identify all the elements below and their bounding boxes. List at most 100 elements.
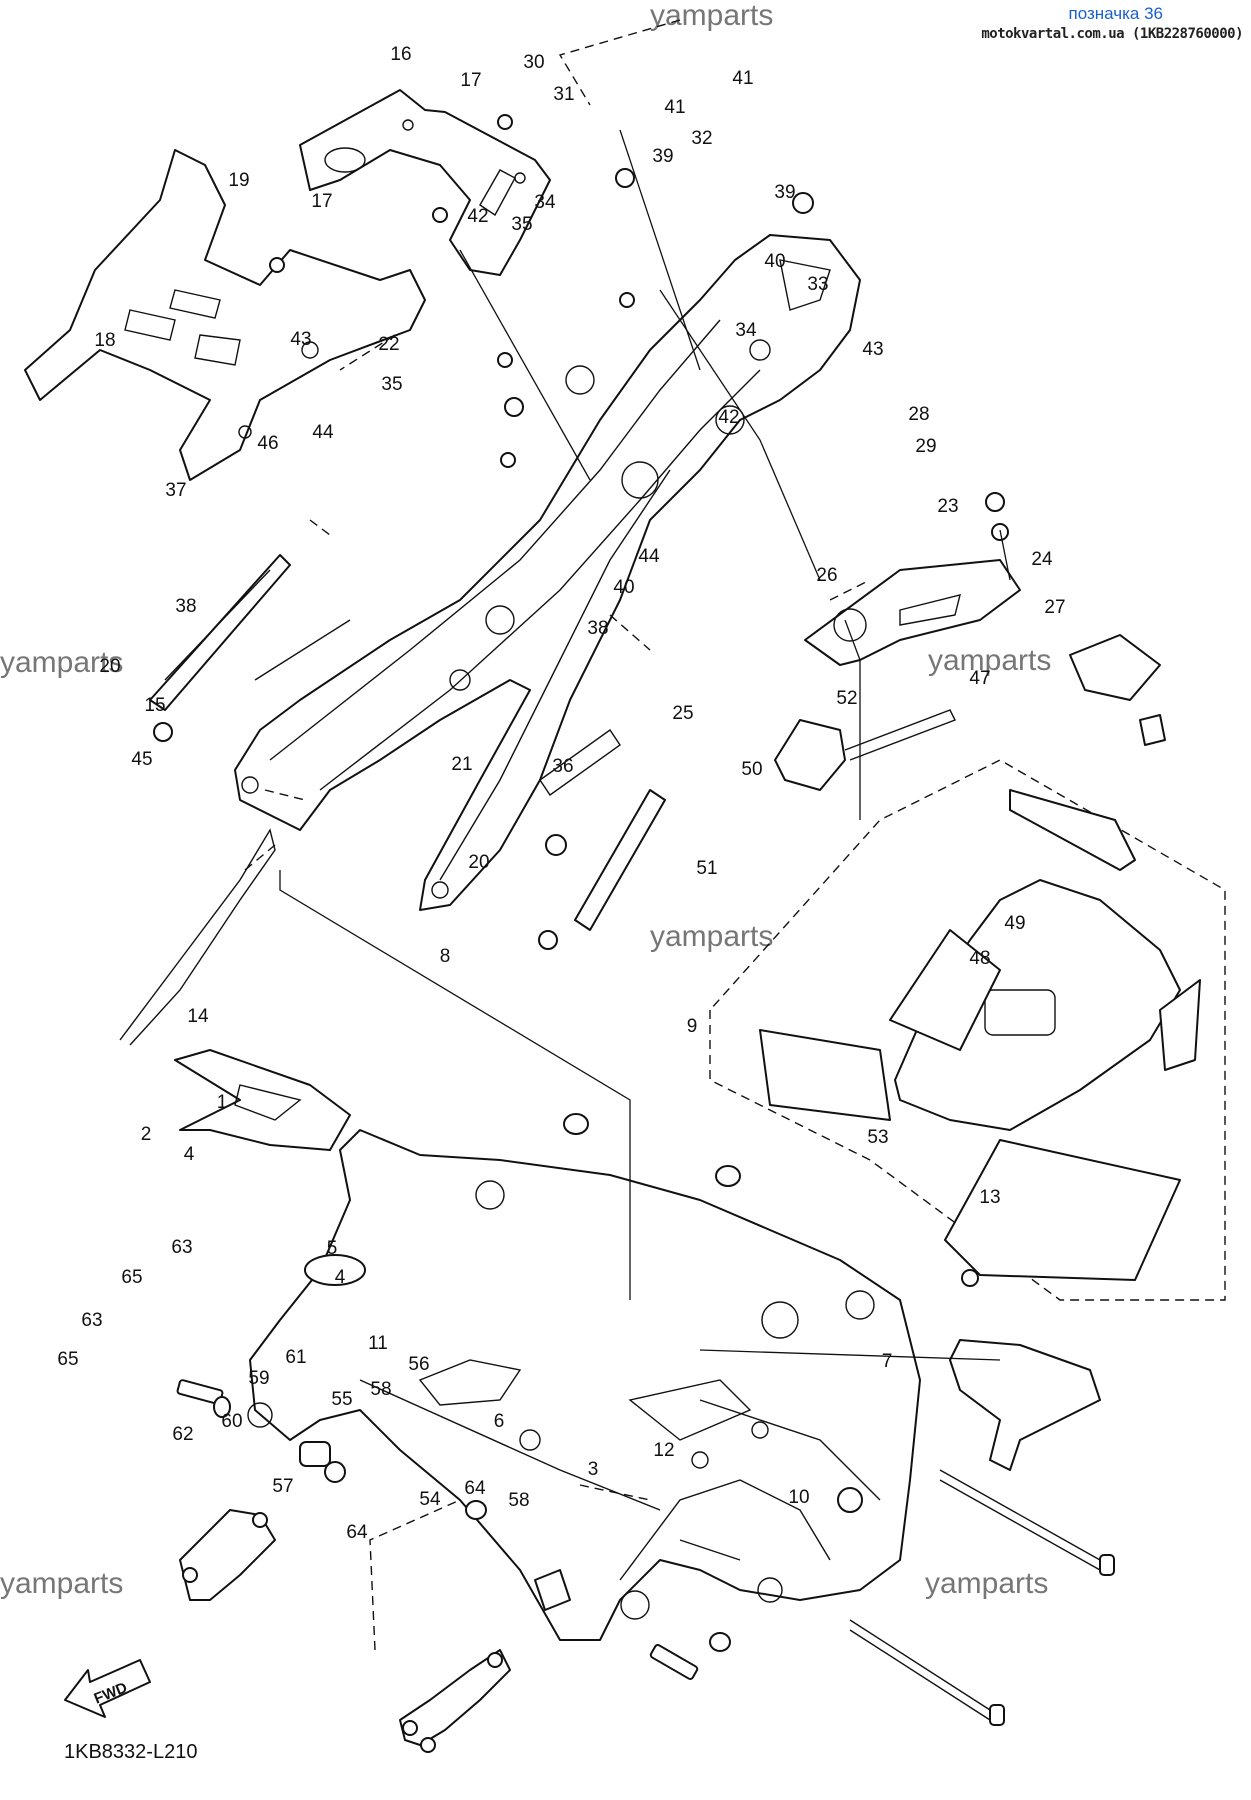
callout-number: 43: [862, 339, 883, 360]
watermark-text: yamparts: [650, 920, 773, 953]
callout-number: 25: [672, 703, 693, 724]
callout-number: 35: [511, 214, 532, 235]
callout-number: 35: [381, 374, 402, 395]
callout-number: 20: [468, 852, 489, 873]
callout-number: 46: [257, 433, 278, 454]
callout-number: 53: [867, 1127, 888, 1148]
callout-number: 64: [464, 1478, 486, 1499]
callout-number: 63: [81, 1310, 102, 1331]
callout-number: 1: [217, 1092, 228, 1113]
callout-number: 2: [141, 1124, 152, 1145]
callout-number: 32: [691, 128, 712, 149]
rear-subframe-15: [234, 234, 861, 911]
callout-number: 39: [652, 146, 673, 167]
callout-number: 42: [718, 407, 739, 428]
callout-number: 49: [1004, 913, 1025, 934]
callout-number: 37: [165, 480, 186, 501]
main-frame-1: [247, 1129, 921, 1641]
callout-number: 30: [523, 52, 544, 73]
callout-number: 10: [788, 1487, 809, 1508]
callout-number: 50: [741, 759, 762, 780]
callout-number: 65: [57, 1349, 78, 1370]
callout-number: 47: [969, 668, 990, 689]
callout-number: 45: [131, 749, 152, 770]
callout-number: 15: [144, 695, 165, 716]
callout-number: 44: [638, 546, 660, 567]
callout-number: 58: [508, 1490, 529, 1511]
callout-number: 56: [408, 1354, 429, 1375]
callout-number: 62: [172, 1424, 193, 1445]
callout-number: 29: [915, 436, 936, 457]
callout-number: 63: [171, 1237, 192, 1258]
callout-number: 23: [937, 496, 958, 517]
callout-number: 41: [732, 68, 753, 89]
callout-number: 55: [331, 1389, 352, 1410]
fwd-arrow: FWD: [64, 1659, 151, 1718]
cover-18: [24, 149, 426, 481]
callout-number: 16: [390, 44, 411, 65]
callout-number: 64: [346, 1522, 368, 1543]
callout-number: 40: [613, 577, 634, 598]
callout-number: 52: [836, 688, 857, 709]
strip-parts: [119, 554, 666, 1046]
callout-number: 22: [378, 334, 399, 355]
callout-number: 58: [370, 1379, 391, 1400]
diagram-code: 1KB8332-L210: [64, 1741, 197, 1763]
callout-number: 33: [807, 274, 828, 295]
callout-number: 31: [553, 84, 574, 105]
callout-number: 38: [175, 596, 196, 617]
callout-number: 57: [272, 1476, 293, 1497]
watermark-text: yamparts: [0, 1567, 123, 1600]
callout-number: 17: [311, 191, 332, 212]
callout-number: 13: [979, 1187, 1000, 1208]
callout-number: 4: [184, 1144, 195, 1165]
watermark-text: yamparts: [928, 644, 1051, 677]
fasteners: [153, 114, 1115, 1726]
callout-number: 41: [664, 97, 685, 118]
bracket-16: [299, 89, 551, 276]
bracket-54: [399, 1649, 511, 1753]
callout-number: 28: [908, 404, 929, 425]
cover-13: [949, 1339, 1101, 1471]
callout-number: 12: [653, 1440, 674, 1461]
cover-14: [174, 1049, 351, 1151]
callout-number: 20: [99, 656, 120, 677]
callout-number: 5: [327, 1238, 338, 1259]
watermark-text: yamparts: [925, 1567, 1048, 1600]
callout-number: 51: [696, 858, 717, 879]
callout-number: 65: [121, 1267, 142, 1288]
callout-number: 36: [552, 756, 573, 777]
callout-number: 8: [440, 946, 451, 967]
seat-bracket-23: [774, 559, 1021, 791]
callout-number: 48: [969, 948, 990, 969]
callout-number: 4: [335, 1267, 346, 1288]
group-47: [709, 759, 1226, 1301]
callout-number: 21: [451, 754, 472, 775]
callout-number: 11: [368, 1333, 388, 1354]
watermark-text: yamparts: [650, 0, 773, 32]
callout-number: 42: [467, 206, 488, 227]
watermark-text: yamparts: [0, 646, 123, 679]
callout-number: 34: [534, 192, 556, 213]
callout-number: 3: [588, 1459, 599, 1480]
callout-number: 9: [687, 1016, 698, 1037]
callout-number: 6: [494, 1411, 505, 1432]
callout-number: 26: [816, 565, 837, 586]
assembly-lines: [279, 129, 1011, 1561]
callout-number: 44: [312, 422, 334, 443]
callout-number: 18: [94, 330, 115, 351]
callout-number: 19: [228, 170, 249, 191]
bracket-59: [179, 1509, 276, 1601]
callout-number: 60: [221, 1411, 242, 1432]
callout-number: 17: [460, 70, 481, 91]
callout-number: 14: [187, 1006, 209, 1027]
header-source: motokvartal.com.ua (1KB228760000): [981, 26, 1243, 42]
callout-number: 27: [1044, 597, 1065, 618]
guide-lines: [244, 19, 871, 1651]
header-title: позначка 36: [1068, 4, 1164, 23]
callout-number: 34: [735, 320, 757, 341]
callout-number: 7: [882, 1351, 893, 1372]
callout-labels: 1234456789101112131415161717181920202122…: [57, 44, 1065, 1543]
callout-number: 40: [764, 251, 785, 272]
